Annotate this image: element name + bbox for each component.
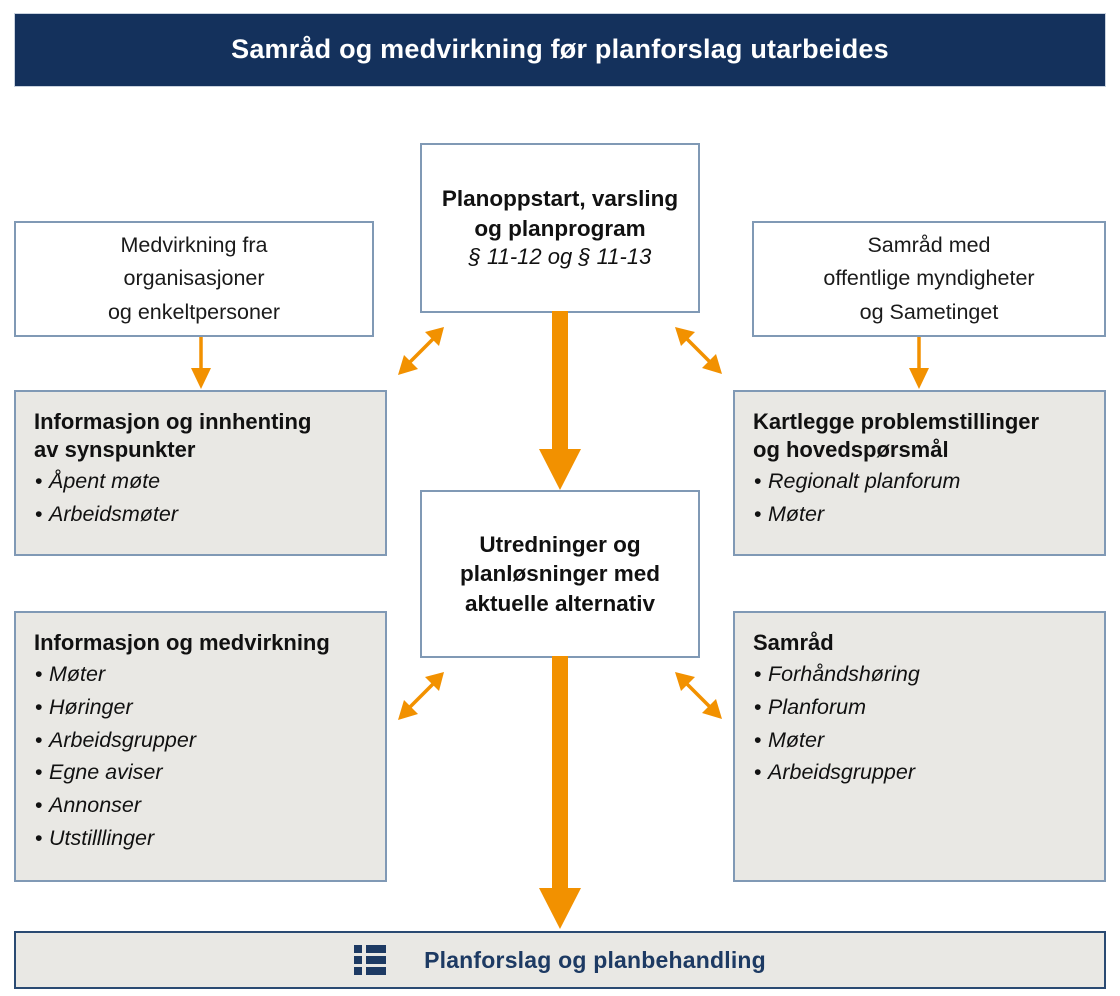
box-planoppstart-law: § 11-12 og § 11-13 xyxy=(468,243,652,269)
arrow-down-right-intro xyxy=(909,337,929,389)
box-planoppstart: Planoppstart, varsling og planprogram § … xyxy=(420,143,700,313)
panel-title-line2: og hovedspørsmål xyxy=(753,437,949,463)
panel-samrad-title: Samråd xyxy=(753,630,834,655)
list-icon xyxy=(354,945,387,975)
list-item: Regionalt planforum xyxy=(753,465,1094,498)
box-utredninger: Utredninger og planløsninger med aktuell… xyxy=(420,490,700,658)
panel-informasjon-medvirkning-bullets: Møter Høringer Arbeidsgrupper Egne avise… xyxy=(34,658,375,854)
box-medvirkning-intro-line1: Medvirkning fra xyxy=(120,233,268,258)
list-icon-bar xyxy=(366,956,387,964)
box-utredninger-line2: planløsninger med xyxy=(459,561,661,587)
panel-informasjon-medvirkning: Informasjon og medvirkning Møter Høringe… xyxy=(14,611,387,882)
list-item: Arbeidsgrupper xyxy=(34,724,375,757)
list-item: Arbeidsmøter xyxy=(34,498,375,531)
thick-arrow-down-upper xyxy=(539,311,581,490)
list-item: Møter xyxy=(753,724,1094,757)
panel-informasjon-medvirkning-title: Informasjon og medvirkning xyxy=(34,630,330,655)
box-utredninger-text: Utredninger og planløsninger med aktuell… xyxy=(460,530,660,618)
box-utredninger-line3: aktuelle alternativ xyxy=(464,590,656,616)
footer-bar-planforslag: Planforslag og planbehandling xyxy=(14,931,1106,989)
double-arrow-diagonal-upper-left xyxy=(398,327,444,375)
list-icon-bar xyxy=(366,945,387,953)
list-icon-square xyxy=(354,967,363,975)
panel-kartlegge-content: Kartlegge problemstillinger og hovedspør… xyxy=(753,408,1094,531)
panel-samrad: Samråd Forhåndshøring Planforum Møter Ar… xyxy=(733,611,1106,882)
box-planoppstart-text: Planoppstart, varsling og planprogram § … xyxy=(442,184,678,271)
double-arrow-diagonal-upper-right xyxy=(675,327,722,374)
box-samrad-intro-text: Samråd med offentlige myndigheter og Sam… xyxy=(823,229,1034,329)
double-arrow-diagonal-lower-right xyxy=(675,672,722,719)
panel-title-line1: Informasjon og innhenting xyxy=(34,409,312,434)
box-samrad-intro-line3: og Sametinget xyxy=(859,299,999,324)
thick-arrow-down-lower xyxy=(539,656,581,929)
list-icon-row xyxy=(354,956,387,964)
arrow-down-left-intro xyxy=(191,337,211,389)
box-medvirkning-intro-line3: og enkeltpersoner xyxy=(107,299,281,324)
list-icon-row xyxy=(354,967,387,975)
panel-kartlegge-title: Kartlegge problemstillinger og hovedspør… xyxy=(753,408,1094,464)
double-arrow-diagonal-lower-left xyxy=(398,672,444,720)
panel-samrad-content: Samråd Forhåndshøring Planforum Møter Ar… xyxy=(753,629,1094,789)
list-icon-square xyxy=(354,956,363,964)
box-medvirkning-intro: Medvirkning fra organisasjoner og enkelt… xyxy=(14,221,374,337)
list-item: Arbeidsgrupper xyxy=(753,756,1094,789)
panel-informasjon-innhenting: Informasjon og innhenting av synspunkter… xyxy=(14,390,387,556)
box-planoppstart-line1: Planoppstart, varsling xyxy=(441,186,679,212)
panel-informasjon-innhenting-bullets: Åpent møte Arbeidsmøter xyxy=(34,465,375,530)
panel-samrad-bullets: Forhåndshøring Planforum Møter Arbeidsgr… xyxy=(753,658,1094,789)
list-item: Forhåndshøring xyxy=(753,658,1094,691)
box-medvirkning-intro-text: Medvirkning fra organisasjoner og enkelt… xyxy=(108,229,280,329)
list-item: Planforum xyxy=(753,691,1094,724)
list-item: Annonser xyxy=(34,789,375,822)
footer-label: Planforslag og planbehandling xyxy=(424,946,766,973)
panel-kartlegge-bullets: Regionalt planforum Møter xyxy=(753,465,1094,530)
box-medvirkning-intro-line2: organisasjoner xyxy=(123,266,265,291)
panel-informasjon-innhenting-title: Informasjon og innhenting av synspunkter xyxy=(34,408,375,464)
list-item: Møter xyxy=(34,658,375,691)
footer-content: Planforslag og planbehandling xyxy=(354,945,766,975)
page-title: Samråd og medvirkning før planforslag ut… xyxy=(231,34,889,65)
list-item: Utstilllinger xyxy=(34,822,375,855)
panel-informasjon-medvirkning-content: Informasjon og medvirkning Møter Høringe… xyxy=(34,629,375,854)
panel-title-line2: av synspunkter xyxy=(34,437,196,463)
list-icon-row xyxy=(354,945,387,953)
header-banner: Samråd og medvirkning før planforslag ut… xyxy=(14,13,1106,87)
panel-kartlegge-problemstillinger: Kartlegge problemstillinger og hovedspør… xyxy=(733,390,1106,556)
list-item: Egne aviser xyxy=(34,756,375,789)
panel-title-line1: Kartlegge problemstillinger xyxy=(753,409,1040,434)
list-icon-bar xyxy=(366,967,387,975)
box-utredninger-line1: Utredninger og xyxy=(479,532,641,558)
list-item: Åpent møte xyxy=(34,465,375,498)
list-icon-square xyxy=(354,945,363,953)
box-planoppstart-line2: og planprogram xyxy=(474,215,646,241)
list-item: Høringer xyxy=(34,691,375,724)
list-item: Møter xyxy=(753,498,1094,531)
box-samrad-intro-line1: Samråd med xyxy=(867,233,991,258)
box-samrad-intro: Samråd med offentlige myndigheter og Sam… xyxy=(752,221,1106,337)
panel-informasjon-innhenting-content: Informasjon og innhenting av synspunkter… xyxy=(34,408,375,531)
box-samrad-intro-line2: offentlige myndigheter xyxy=(823,266,1035,291)
